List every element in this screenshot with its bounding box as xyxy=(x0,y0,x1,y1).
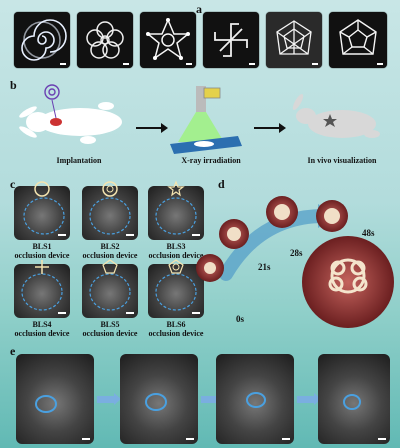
xray-frame-3 xyxy=(216,354,294,444)
time-label-48s: 48s xyxy=(362,228,375,238)
device-photo-4 xyxy=(203,12,259,68)
web-device-icon xyxy=(339,19,377,55)
device-thumb-icon xyxy=(167,180,185,197)
scale-bar xyxy=(186,63,192,65)
xray-machine-illustration xyxy=(170,86,242,154)
bls1-xray xyxy=(14,186,70,240)
device-thumb-icon xyxy=(35,260,49,274)
scale-bar xyxy=(192,234,200,236)
timelapse-illustration xyxy=(196,196,394,328)
pinwheel-device-icon xyxy=(214,23,248,57)
device-thumb-icon xyxy=(102,259,118,274)
device-photo-2 xyxy=(77,12,133,68)
mesh-device-icon xyxy=(276,20,312,55)
rabbit-visualization-illustration xyxy=(292,94,380,138)
time-label-21s: 21s xyxy=(258,262,271,272)
vivo-label: In vivo visualization xyxy=(307,156,377,165)
scale-bar xyxy=(312,63,318,65)
panel-letter-b: b xyxy=(10,78,17,92)
sequence-arrow-1 xyxy=(97,393,121,405)
scale-bar xyxy=(282,438,290,440)
device-thumb-icon xyxy=(102,181,118,197)
star-device-icon xyxy=(145,18,191,60)
xray-label: X-ray irradiation xyxy=(181,156,241,165)
flow-arrow-1 xyxy=(136,123,168,133)
scale-bar xyxy=(378,438,386,440)
scale-bar xyxy=(192,312,200,314)
xray-frame-1 xyxy=(16,354,94,444)
flow-arrow-2 xyxy=(254,123,286,133)
bls2-xray xyxy=(82,186,138,240)
device-photo-1 xyxy=(14,12,70,68)
panel-letter-a: a xyxy=(196,2,202,16)
scale-bar xyxy=(123,63,129,65)
panel-letter-d: d xyxy=(218,177,225,191)
xray-frame-2 xyxy=(120,354,198,444)
sequence-arrow-3 xyxy=(297,393,321,405)
device-photo-6 xyxy=(329,12,387,68)
scale-bar xyxy=(377,63,383,65)
device-thumb-icon xyxy=(168,259,184,274)
scale-bar xyxy=(249,63,255,65)
spiral-device-icon xyxy=(21,19,67,61)
panel-letter-c: c xyxy=(10,177,16,191)
panel-letter-e: e xyxy=(10,344,16,358)
scale-bar xyxy=(58,234,66,236)
rabbit-implantation-illustration xyxy=(19,84,122,144)
time-label-28s: 28s xyxy=(290,248,303,258)
xray-frame-4 xyxy=(318,354,390,444)
flower-device-icon xyxy=(86,21,124,59)
scale-bar xyxy=(58,312,66,314)
scale-bar xyxy=(82,438,90,440)
scale-bar xyxy=(60,63,66,65)
scale-bar xyxy=(126,234,134,236)
time-label-0s: 0s xyxy=(236,314,245,324)
device-photo-3 xyxy=(140,12,196,68)
implantation-label: Implantation xyxy=(56,156,102,165)
scale-bar xyxy=(186,438,194,440)
scale-bar xyxy=(126,312,134,314)
bls3-xray xyxy=(148,186,204,240)
device-photo-5 xyxy=(266,12,322,68)
device-thumb-icon xyxy=(34,181,50,197)
